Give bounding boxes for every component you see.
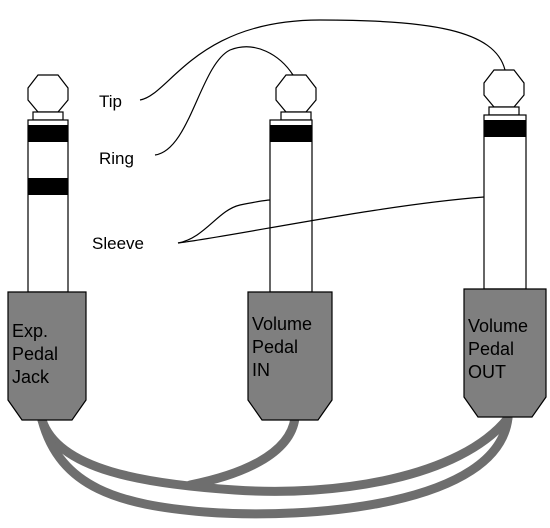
callout-tip: Tip — [99, 92, 122, 111]
plug-tip — [483, 69, 525, 108]
plug-label-line: IN — [252, 360, 270, 380]
plug-label-line: Jack — [12, 367, 50, 387]
cable-exp-to-vol-in — [37, 413, 513, 519]
plug-volume-pedal-in: Volume Pedal IN — [247, 74, 333, 421]
cable-vol-in-stub — [185, 413, 300, 490]
plug-body — [7, 291, 87, 421]
ring-band — [484, 120, 526, 137]
lead-lines — [139, 19, 506, 244]
lead-line-sleeve-to-vol-out — [177, 196, 485, 244]
plug-tip — [275, 74, 317, 113]
plug-neck — [280, 111, 312, 121]
plug-label-line: Pedal — [12, 344, 58, 364]
plug-tip — [27, 74, 69, 113]
cables — [37, 413, 513, 519]
plug-exp-pedal-jack: Exp. Pedal Jack — [7, 74, 87, 421]
plug-body — [247, 291, 333, 421]
callout-sleeve: Sleeve — [92, 234, 144, 253]
callout-ring: Ring — [99, 149, 134, 168]
lead-line-sleeve-to-vol-in — [177, 199, 271, 244]
lead-line-tip-to-vol-out — [139, 19, 506, 101]
plug-volume-pedal-out: Volume Pedal OUT — [463, 69, 547, 418]
ring-band — [28, 178, 68, 195]
plug-label-line: Pedal — [468, 339, 514, 359]
plug-label-line: Volume — [252, 314, 312, 334]
plug-label-line: Pedal — [252, 337, 298, 357]
plug-shaft — [27, 119, 69, 293]
plug-label-line: OUT — [468, 362, 506, 382]
cable-exp-to-vol-out — [37, 413, 513, 496]
plug-neck — [488, 106, 520, 116]
plug-neck — [32, 111, 64, 121]
plug-shaft — [483, 114, 527, 290]
plug-body — [463, 288, 547, 418]
plug-shaft — [269, 119, 313, 293]
lead-line-ring-to-vol-in — [154, 46, 294, 156]
ring-band — [28, 125, 68, 142]
ring-band — [270, 125, 312, 142]
plug-label-line: Exp. — [12, 321, 48, 341]
plug-label-line: Volume — [468, 316, 528, 336]
